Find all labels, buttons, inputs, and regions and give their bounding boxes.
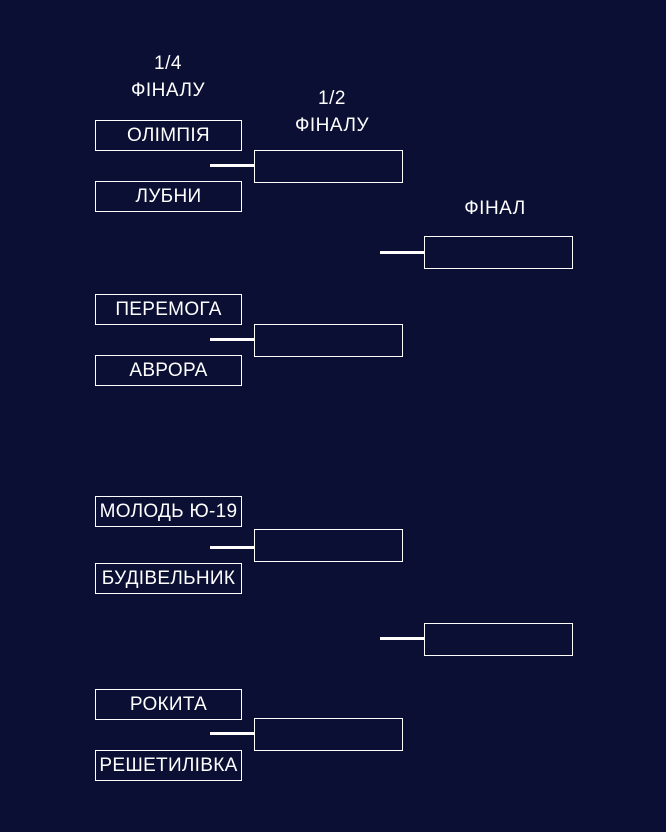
semi-final-heading: 1/2 ФІНАЛУ <box>272 85 392 139</box>
connector-qf3-sf <box>210 546 255 549</box>
connector-sf-final-1 <box>380 251 425 254</box>
semi-final-slot-4 <box>254 718 403 751</box>
quarter-final-heading-line1: 1/4 <box>154 53 182 74</box>
final-slot-2 <box>424 623 573 656</box>
team-box-avrora: АВРОРА <box>95 355 242 386</box>
team-box-peremoha: ПЕРЕМОГА <box>95 294 242 325</box>
team-box-reshetylivka: РЕШЕТИЛІВКА <box>95 750 242 781</box>
connector-qf2-sf <box>210 338 255 341</box>
final-slot-1 <box>424 236 573 269</box>
team-box-lubny: ЛУБНИ <box>95 181 242 212</box>
semi-final-heading-line1: 1/2 <box>318 88 346 109</box>
team-box-budivelnyk: БУДІВЕЛЬНИК <box>95 563 242 594</box>
final-heading: ФІНАЛ <box>464 198 526 219</box>
connector-sf-final-2 <box>380 637 425 640</box>
semi-final-slot-1 <box>254 150 403 183</box>
team-box-molod-u19: МОЛОДЬ Ю-19 <box>95 496 242 527</box>
connector-qf4-sf <box>210 732 255 735</box>
team-box-olimpiia: ОЛІМПІЯ <box>95 120 242 151</box>
semi-final-slot-2 <box>254 324 403 357</box>
semi-final-heading-line2: ФІНАЛУ <box>294 115 370 136</box>
team-box-rokyta: РОКИТА <box>95 689 242 720</box>
quarter-final-heading: 1/4 ФІНАЛУ <box>108 50 228 104</box>
quarter-final-heading-line2: ФІНАЛУ <box>130 80 206 101</box>
semi-final-slot-3 <box>254 529 403 562</box>
connector-qf1-sf <box>210 164 255 167</box>
